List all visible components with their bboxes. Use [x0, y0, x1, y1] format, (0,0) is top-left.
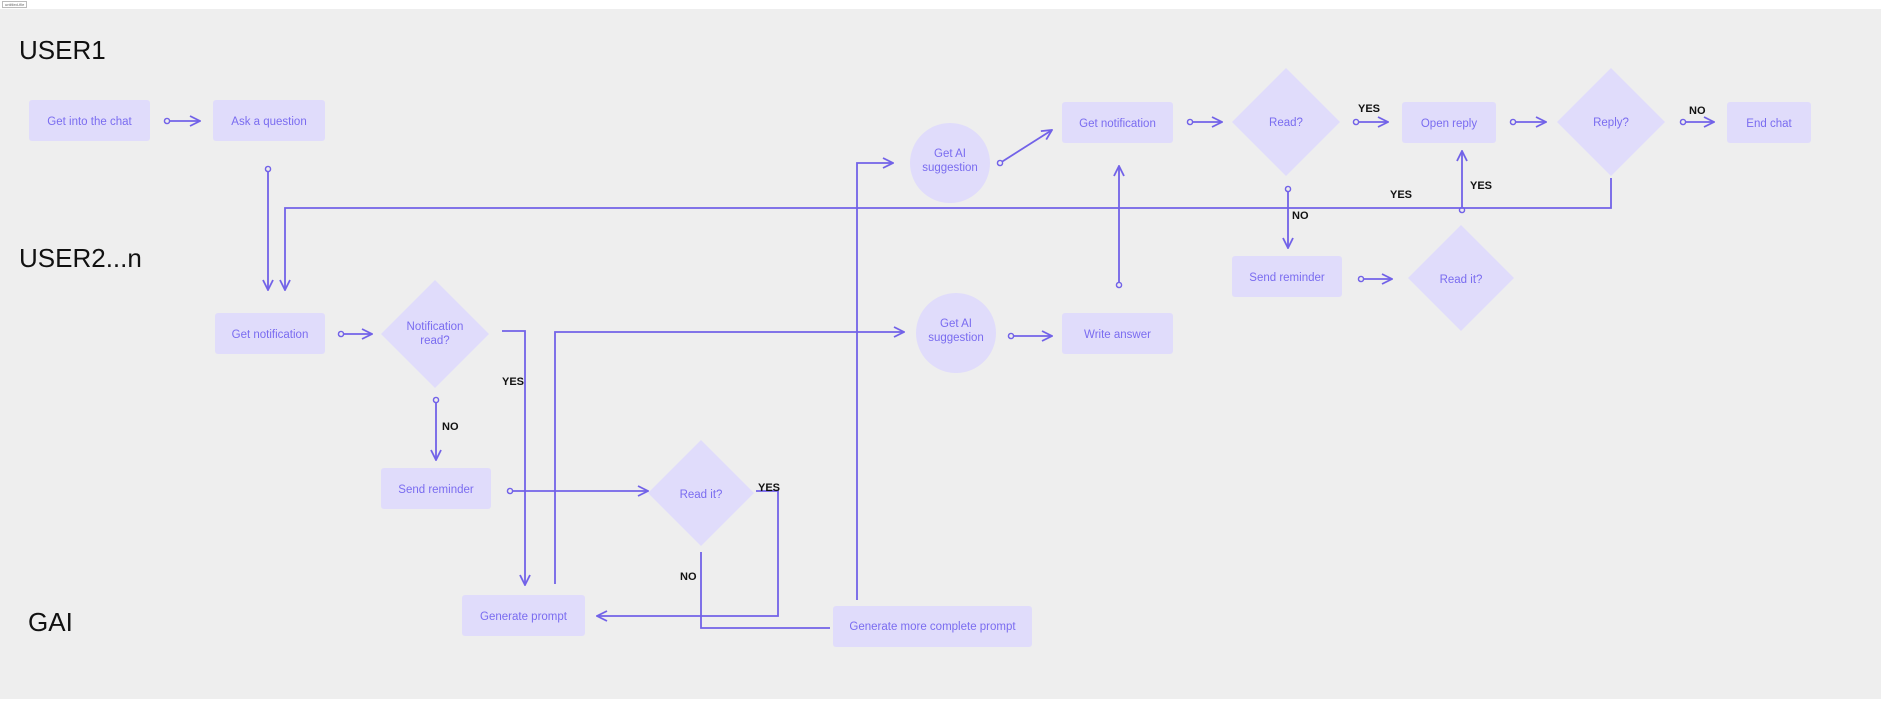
edge-readit-no	[700, 552, 830, 629]
label-yes-read: YES	[1358, 103, 1380, 115]
svg-text:Generate prompt: Generate prompt	[480, 611, 568, 623]
node-open-reply[interactable]: Open reply	[1402, 102, 1496, 143]
edge-labels: YES NO NO YES YES YES NO YES NO	[442, 103, 1706, 583]
node-reply-decision[interactable]: Reply?	[1557, 68, 1665, 176]
label-no-notif: NO	[442, 421, 459, 433]
svg-text:End chat: End chat	[1746, 118, 1792, 130]
svg-text:Send reminder: Send reminder	[1249, 272, 1325, 284]
node-get-into-chat[interactable]: Get into the chat	[29, 100, 150, 141]
node-read-decision[interactable]: Read?	[1232, 68, 1340, 176]
label-yes-reply: YES	[1390, 189, 1412, 201]
svg-text:suggestion: suggestion	[928, 332, 984, 344]
svg-text:Reply?: Reply?	[1593, 117, 1629, 129]
svg-text:Get AI: Get AI	[940, 318, 972, 330]
lane-gai: GAI	[28, 607, 73, 637]
svg-text:Get notification: Get notification	[1079, 118, 1156, 130]
label-yes-notif: YES	[502, 376, 524, 388]
svg-text:Get AI: Get AI	[934, 148, 966, 160]
node-end-chat[interactable]: End chat	[1727, 102, 1811, 143]
svg-text:Get into the chat: Get into the chat	[47, 116, 132, 128]
svg-text:Write answer: Write answer	[1084, 329, 1151, 341]
node-generate-more-prompt[interactable]: Generate more complete prompt	[833, 606, 1032, 647]
label-yes-readit-top: YES	[1470, 180, 1492, 192]
node-write-answer[interactable]: Write answer	[1062, 313, 1173, 354]
svg-text:Read it?: Read it?	[680, 489, 723, 501]
svg-text:suggestion: suggestion	[922, 162, 978, 174]
node-get-notification-top[interactable]: Get notification	[1062, 102, 1173, 143]
svg-text:Send reminder: Send reminder	[398, 484, 474, 496]
svg-text:read?: read?	[420, 335, 449, 347]
svg-text:Notification: Notification	[407, 321, 464, 333]
node-generate-prompt[interactable]: Generate prompt	[462, 595, 585, 636]
svg-text:Read it?: Read it?	[1440, 274, 1483, 286]
svg-text:Generate more complete prompt: Generate more complete prompt	[849, 621, 1016, 633]
top-bar: untitled-file	[0, 0, 1881, 9]
label-no-read: NO	[1292, 210, 1309, 222]
edge-reply-yes	[285, 178, 1612, 290]
edge-readit-yes	[597, 490, 779, 616]
node-get-notification-mid[interactable]: Get notification	[215, 313, 325, 354]
nodes: Get into the chat Ask a question Get AI …	[29, 68, 1811, 647]
label-no-readit-mid: NO	[680, 571, 697, 583]
node-send-reminder-mid[interactable]: Send reminder	[381, 468, 491, 509]
node-ask-question[interactable]: Ask a question	[213, 100, 325, 141]
svg-text:Open reply: Open reply	[1421, 118, 1478, 130]
node-send-reminder-top[interactable]: Send reminder	[1232, 256, 1342, 297]
canvas-tag: untitled-file	[2, 1, 28, 8]
lane-user1: USER1	[19, 35, 106, 65]
edge-notifread-yes	[502, 330, 525, 585]
lane-user2: USER2...n	[19, 243, 142, 273]
edge-ai-notif	[1000, 130, 1052, 163]
node-ai-suggestion-top[interactable]: Get AI suggestion	[910, 123, 990, 203]
svg-text:Read?: Read?	[1269, 117, 1303, 129]
node-notification-read-decision[interactable]: Notification read?	[381, 280, 489, 388]
svg-text:Ask a question: Ask a question	[231, 116, 306, 128]
node-ai-suggestion-mid[interactable]: Get AI suggestion	[916, 293, 996, 373]
label-no-reply: NO	[1689, 105, 1706, 117]
label-yes-readit-mid: YES	[758, 482, 780, 494]
node-read-it-mid[interactable]: Read it?	[648, 440, 754, 546]
connectors	[167, 121, 1714, 629]
edge-prompt-ai	[554, 332, 904, 584]
edge-more-ai	[856, 163, 893, 600]
svg-text:Get notification: Get notification	[232, 329, 309, 341]
node-read-it-top[interactable]: Read it?	[1408, 225, 1514, 331]
